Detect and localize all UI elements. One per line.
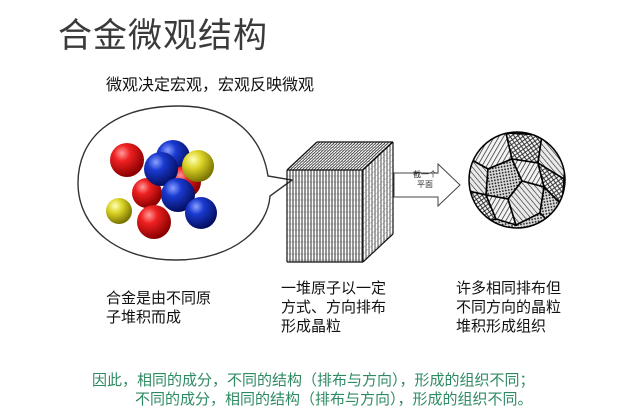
arrow-label: 截一个 平面 [413, 170, 437, 189]
page-title: 合金微观结构 [58, 16, 268, 56]
sphere-blue [185, 197, 217, 229]
caption-crystal: 一堆原子以一定 方式、方向排布 形成晶粒 [281, 279, 387, 335]
sphere-red [110, 143, 144, 177]
conclusion-line-2: 不同的成分，相同的结构（排布与方向），形成的组织不同。 [135, 390, 533, 408]
crystal-cube [279, 136, 397, 266]
grain-structure [466, 129, 568, 231]
subtitle: 微观决定宏观，宏观反映微观 [106, 75, 315, 94]
sphere-blue [161, 178, 195, 212]
atom-spheres [106, 140, 217, 239]
sphere-blue [144, 152, 178, 186]
slice-arrow [392, 162, 464, 208]
sphere-yellow [106, 198, 132, 224]
sphere-red [132, 178, 162, 208]
sphere-red [137, 205, 171, 239]
sphere-yellow [182, 150, 214, 182]
caption-atoms: 合金是由不同原 子堆积而成 [106, 289, 212, 326]
conclusion-line-1: 因此，相同的成分，不同的结构（排布与方向），形成的组织不同； [92, 371, 535, 389]
caption-grains: 许多相同排布但 不同方向的晶粒 堆积形成组织 [456, 279, 562, 335]
